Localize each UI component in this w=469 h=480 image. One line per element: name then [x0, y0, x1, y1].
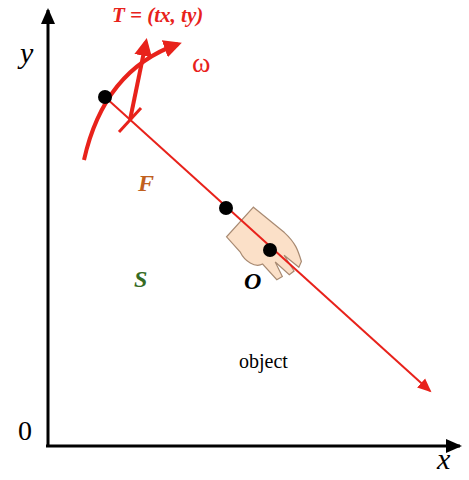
text-holder: object	[236, 350, 291, 372]
arm-axis	[105, 97, 430, 391]
text-holder: O	[244, 268, 261, 294]
text-holder: T = (tx, ty)	[112, 4, 203, 27]
rotation-label: ω	[192, 48, 210, 79]
region-label: S	[134, 266, 147, 292]
forearm-label: F	[138, 170, 154, 196]
joint-dot	[219, 201, 233, 215]
object-box-outline	[228, 192, 460, 418]
object-box: object	[228, 192, 460, 418]
hand	[224, 206, 310, 290]
origin-label: 0	[18, 416, 32, 447]
text-holder: x	[437, 442, 450, 475]
axis-label: y	[20, 36, 33, 69]
translation-label: T = (tx, ty)	[112, 4, 203, 27]
y-axis	[47, 10, 50, 447]
joint-dot	[263, 243, 277, 257]
object-label: object	[236, 350, 291, 372]
text-holder: S	[134, 266, 147, 292]
forearm-box: F	[66, 58, 270, 250]
rotation-arrow	[84, 44, 178, 160]
translation-arrow	[130, 42, 146, 120]
text-holder: F	[138, 170, 154, 196]
joint-dot	[98, 90, 112, 104]
x-axis	[46, 445, 460, 448]
point-label: O	[244, 268, 261, 294]
axis-label: x	[437, 442, 450, 475]
text-holder: ω	[192, 48, 210, 79]
text-holder: y	[20, 36, 33, 69]
forearm-box-outline	[66, 58, 270, 250]
text-holder: 0	[18, 416, 32, 447]
